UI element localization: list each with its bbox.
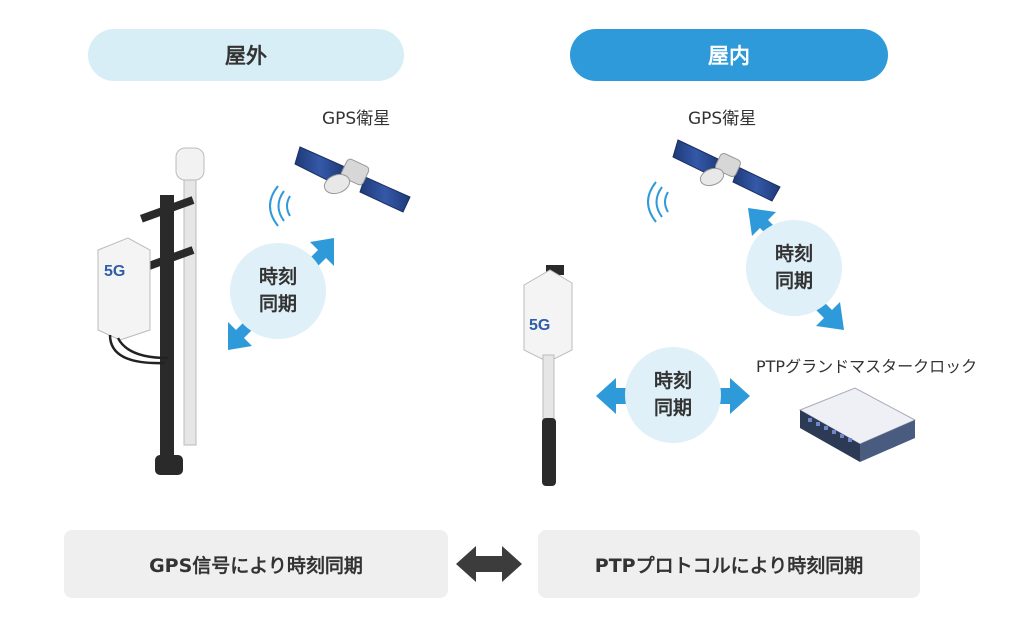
indoor-mid-sync-badge: 時刻 同期 [625, 347, 721, 443]
outdoor-satellite-label: GPS衛星 [322, 109, 391, 129]
ptp-clock-device-icon [798, 387, 917, 462]
indoor-signal-waves-icon [647, 181, 669, 223]
sync-text-line1: 時刻 [258, 266, 297, 288]
outdoor-sync-badge: 時刻 同期 [230, 243, 326, 339]
outdoor-caption: GPS信号により時刻同期 [64, 530, 448, 598]
indoor-mid-sync-arrows [596, 378, 750, 414]
indoor-satellite-label: GPS衛星 [688, 109, 757, 129]
indoor-antenna-icon [523, 265, 573, 486]
indoor-caption: PTPプロトコルにより時刻同期 [538, 530, 920, 598]
double-arrow-icon [456, 546, 522, 582]
outdoor-antenna-badge: 5G [104, 263, 125, 280]
indoor-satellite-icon [672, 139, 781, 202]
outdoor-antenna-icon [97, 147, 205, 475]
sync-text-line2: 同期 [258, 293, 297, 315]
ptp-clock-label: PTPグランドマスタークロック [756, 357, 978, 376]
sync-text-line2: 同期 [653, 397, 692, 419]
sync-text-line1: 時刻 [653, 370, 692, 392]
indoor-header: 屋内 [570, 29, 888, 81]
indoor-top-sync-badge: 時刻 同期 [746, 220, 842, 316]
signal-waves-icon [269, 185, 291, 227]
outdoor-header: 屋外 [88, 29, 404, 81]
satellite-icon [294, 146, 411, 213]
indoor-antenna-badge: 5G [529, 317, 550, 334]
sync-text-line1: 時刻 [774, 243, 813, 265]
sync-text-line2: 同期 [774, 270, 813, 292]
